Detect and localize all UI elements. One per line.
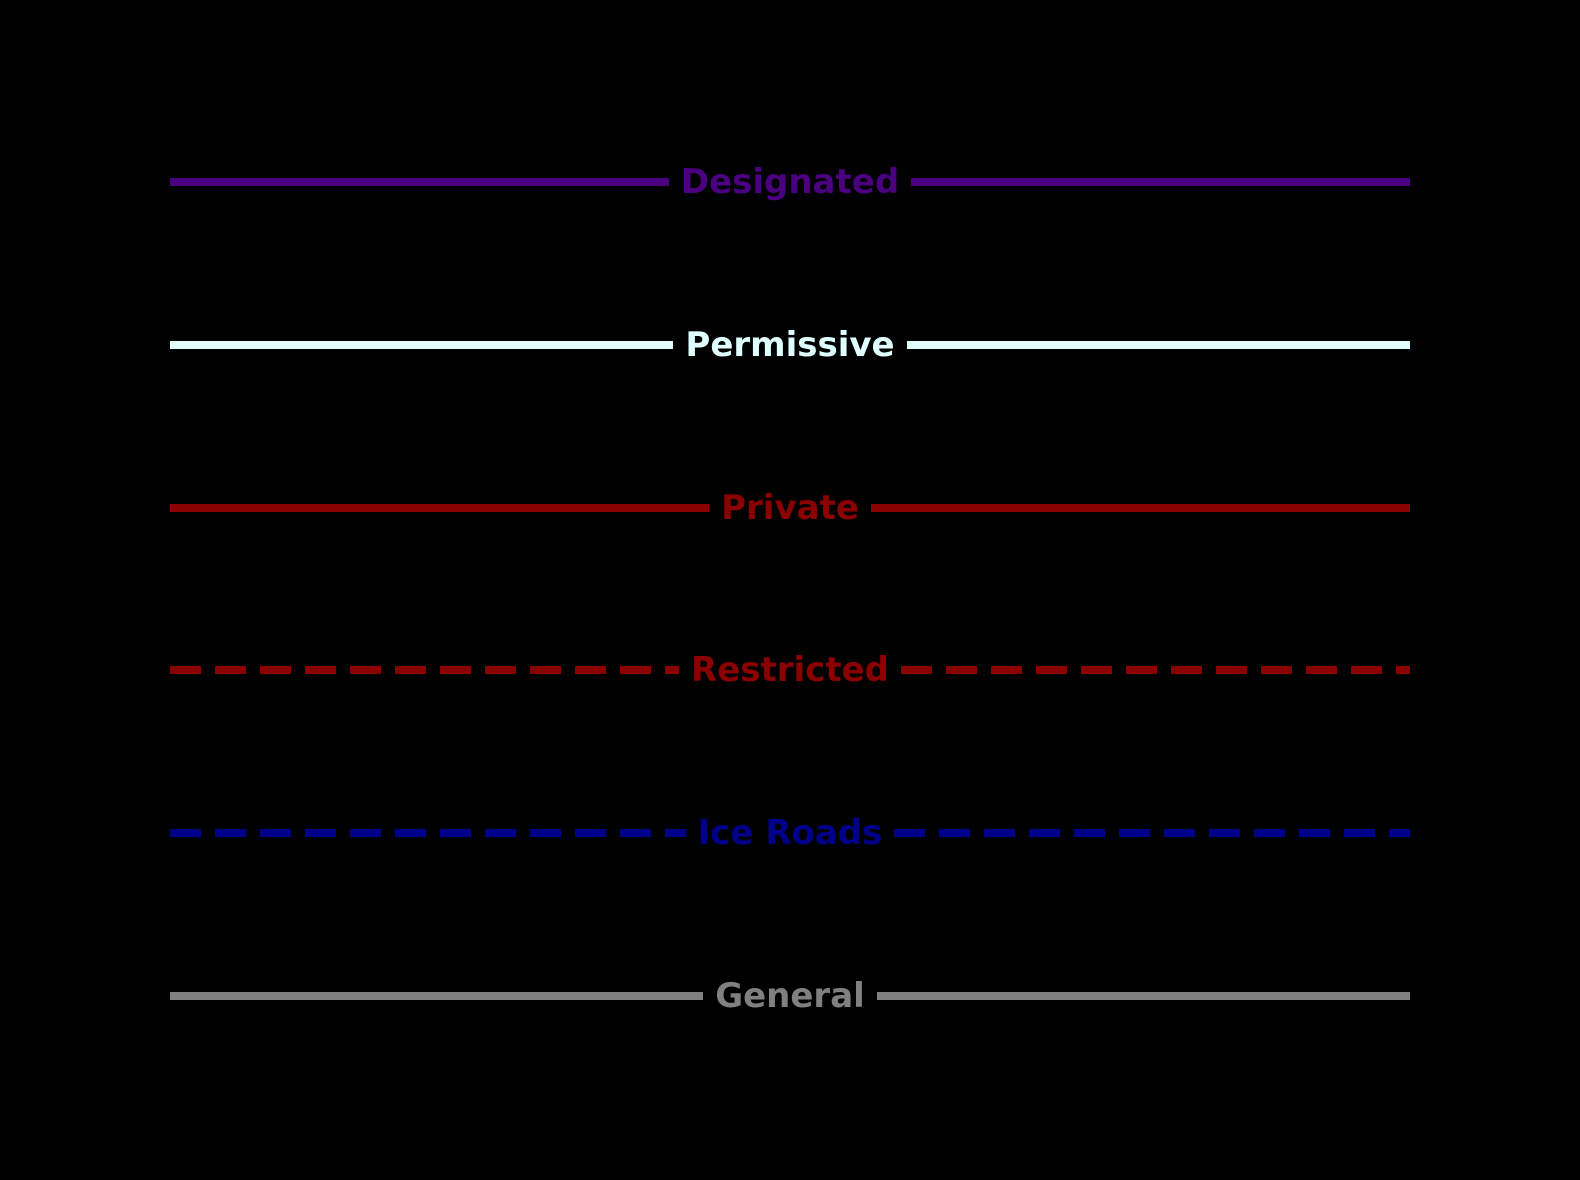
legend-item-private: Private: [170, 468, 1411, 548]
legend-line-left: [170, 341, 674, 349]
legend-item-permissive: Permissive: [170, 305, 1410, 385]
legend-item-label: Private: [721, 488, 859, 528]
legend-line-right: [894, 829, 1411, 837]
legend-line-left: [170, 504, 710, 512]
legend-line-right: [876, 992, 1411, 1000]
legend-line-right: [870, 504, 1411, 512]
legend-line-right: [911, 178, 1410, 186]
legend-item-label: Permissive: [685, 325, 895, 365]
legend-item-label: General: [715, 976, 865, 1016]
legend-item-label: Restricted: [691, 650, 889, 690]
legend-item-label: Designated: [680, 162, 900, 202]
legend-line-left: [170, 178, 669, 186]
legend-item-designated: Designated: [170, 142, 1410, 222]
legend-item-restricted: Restricted: [170, 630, 1410, 710]
legend-item-label: Ice Roads: [697, 813, 883, 853]
legend-line-right: [906, 341, 1410, 349]
legend-line-left: [170, 992, 704, 1000]
legend-line-left: [170, 666, 680, 674]
legend-item-ice-roads: Ice Roads: [170, 793, 1411, 873]
legend-line-right: [900, 666, 1410, 674]
legend-item-general: General: [170, 956, 1411, 1036]
legend-line-left: [170, 829, 686, 837]
